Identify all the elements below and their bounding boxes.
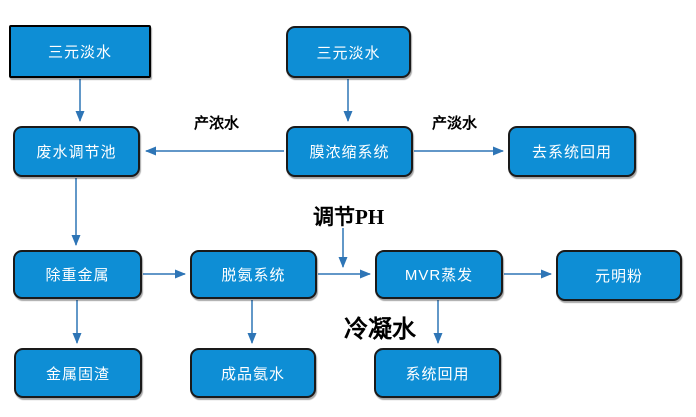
flow-label-produced-fresh-water: 产淡水 <box>432 116 478 132</box>
flow-label-adjust-ph: 调节PH <box>313 205 385 229</box>
node-membrane-concentration-system: 膜浓缩系统 <box>286 126 413 177</box>
node-metal-solid-residue: 金属固渣 <box>14 348 142 398</box>
node-sodium-sulfate-powder: 元明粉 <box>556 250 682 301</box>
node-wastewater-regulating-tank: 废水调节池 <box>13 126 140 177</box>
node-ternary-fresh-water-2: 三元淡水 <box>286 26 411 78</box>
node-deamination-system: 脱氨系统 <box>190 250 317 299</box>
node-mvr-evaporation: MVR蒸发 <box>375 250 503 299</box>
flow-label-condensate-water: 冷凝水 <box>344 317 416 343</box>
node-finished-ammonia-water: 成品氨水 <box>190 348 316 398</box>
flow-label-produced-concentrate: 产浓水 <box>194 116 240 132</box>
node-to-system-reuse: 去系统回用 <box>508 126 636 177</box>
node-heavy-metal-removal: 除重金属 <box>13 250 142 299</box>
node-system-reuse: 系统回用 <box>374 348 501 398</box>
node-ternary-fresh-water-1: 三元淡水 <box>9 25 151 78</box>
